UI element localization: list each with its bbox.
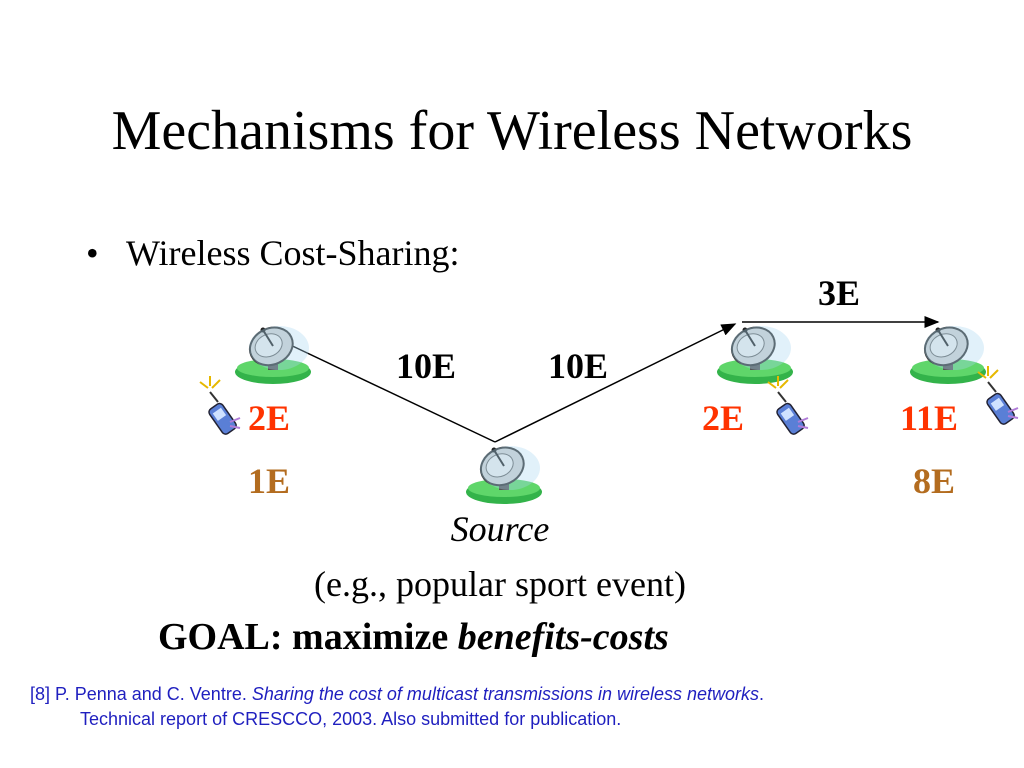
bullet-text: Wireless Cost-Sharing: [126,233,460,273]
slide-title: Mechanisms for Wireless Networks [111,100,913,162]
right-station-benefit: 11E [900,398,959,438]
reference-title: Sharing the cost of multicast transmissi… [251,684,760,704]
edge-left [283,341,496,443]
source-satellite-dish-icon [465,439,543,505]
bullet-marker: • [86,233,99,273]
reference-line2: Technical report of CRESCCO, 2003. Also … [80,709,622,730]
bullet-item: • Wireless Cost-Sharing: [86,232,460,274]
right-satellite-dish-icon [909,319,987,385]
reference-citation: [8] P. Penna and C. Ventre. Sharing the … [30,682,1010,732]
middle-satellite-dish-icon [716,319,794,385]
goal-prefix: GOAL: maximize [158,616,449,658]
left-station-benefit: 2E [248,398,291,438]
middle-station-benefit: 2E [702,398,745,438]
source-description: (e.g., popular sport event) [314,564,686,604]
goal-statement: GOAL: maximize benefits-costs [158,615,669,659]
left-station-cost: 1E [248,461,291,501]
goal-emphasis: benefits-costs [457,616,669,658]
right-station-cost: 8E [913,461,956,501]
edge-middle [494,323,737,443]
reference-authors: [8] P. Penna and C. Ventre. [30,684,247,704]
left-cell-phone-icon [199,375,241,437]
left-edge-cost: 10E [396,346,457,386]
middle-cell-phone-icon [767,375,809,437]
right-edge-cost: 3E [818,273,861,313]
source-label: Source [450,509,550,549]
middle-edge-cost: 10E [548,346,609,386]
right-cell-phone-icon [977,365,1019,427]
left-satellite-dish-icon [234,319,312,385]
